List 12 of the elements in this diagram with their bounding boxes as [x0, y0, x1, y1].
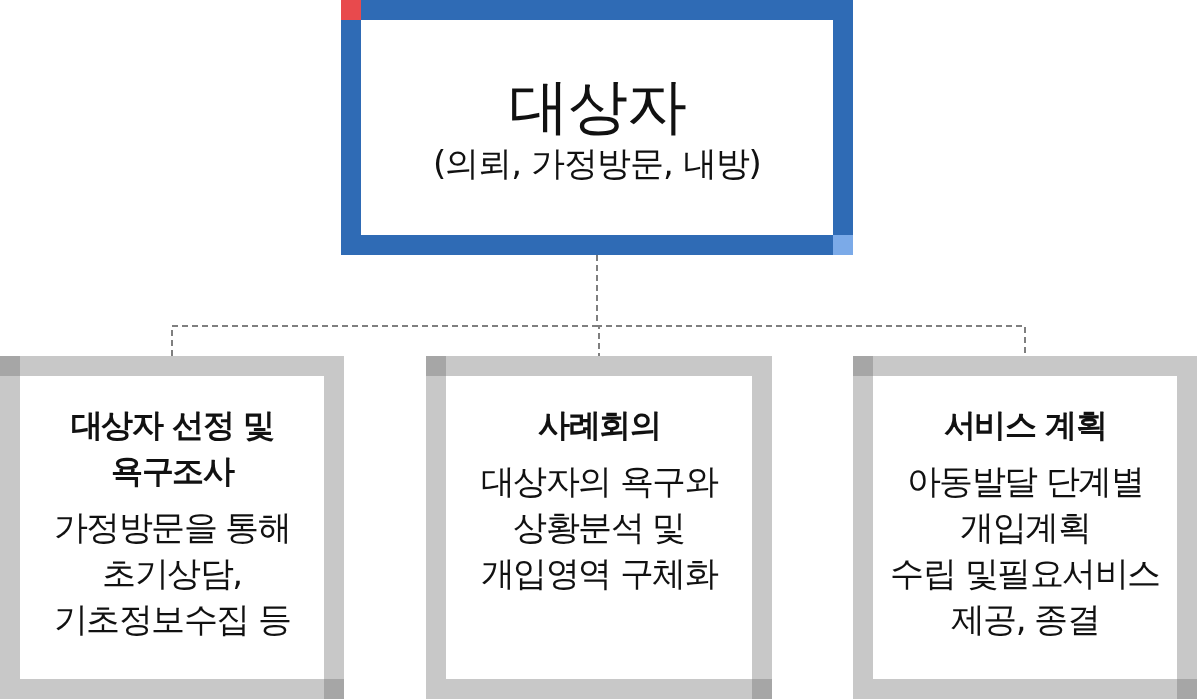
- description: 가정방문을 통해 초기상담, 기초정보수집 등: [53, 506, 291, 641]
- heading: 대상자: [508, 70, 686, 141]
- heading: 서비스 계획: [943, 405, 1107, 446]
- description: 아동발달 단계별 개입계획 수립 및필요서비스 제공, 종결: [890, 460, 1160, 641]
- heading: 사례회의: [538, 405, 660, 446]
- step-box: [853, 356, 1197, 699]
- heading: 대상자 선정 및 욕구조사: [70, 405, 274, 492]
- step-box: [0, 356, 344, 699]
- description: 대상자의 욕구와 상황분석 및 개입영역 구체화: [480, 460, 718, 595]
- subheading: (의뢰, 가정방문, 내방): [433, 141, 761, 185]
- step-box: [426, 356, 772, 699]
- source-box: [341, 0, 853, 255]
